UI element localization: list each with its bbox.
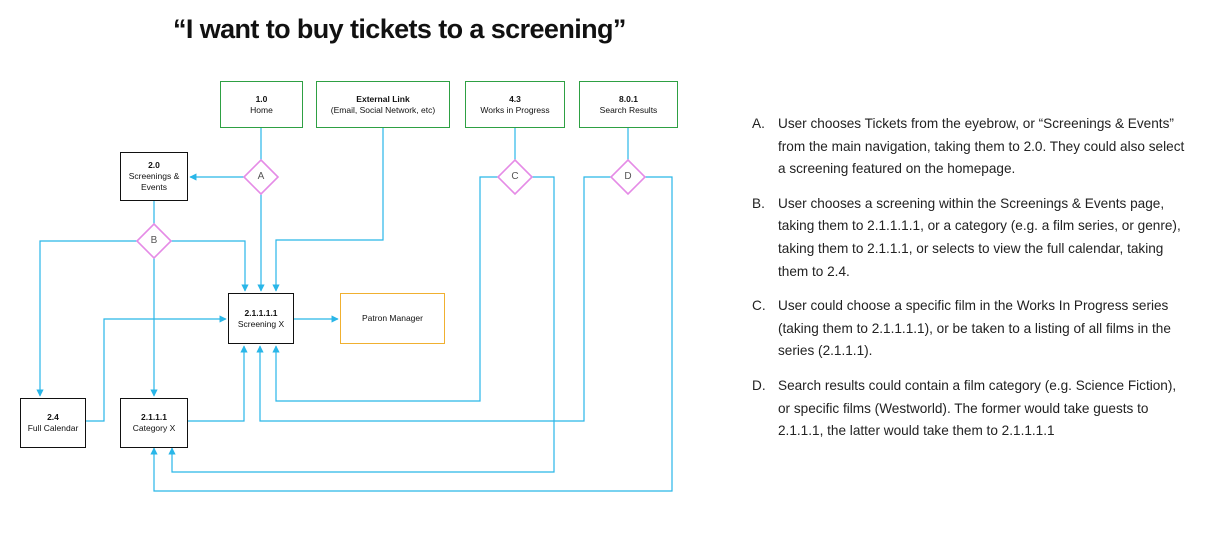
decision-label-b: B — [150, 235, 158, 246]
decision-diamond-d — [609, 158, 647, 196]
node-search-label: Search Results — [599, 104, 658, 115]
node-category-x-label: Category X — [132, 423, 176, 433]
connector-external-to-screening-x — [272, 128, 384, 292]
decision-diamond-a — [242, 158, 280, 196]
node-home: 1.0 Home — [220, 81, 303, 128]
node-patron-manager: Patron Manager — [340, 293, 445, 344]
node-screening-x: 2.1.1.1.1 Screening X — [228, 293, 294, 344]
node-screening-x-label: Screening X — [237, 318, 285, 329]
note-item-b: B. User chooses a screening within the S… — [752, 193, 1192, 283]
node-home-label: Home — [250, 104, 273, 115]
note-text: User chooses Tickets from the eyebrow, o… — [778, 116, 1185, 177]
connector-d-to-screening-x — [256, 176, 611, 422]
decision-label-d: D — [624, 171, 632, 182]
node-wip-id: 4.3 — [509, 93, 521, 104]
node-screenings-id: 2.0 — [148, 160, 160, 170]
node-calendar-id: 2.4 — [47, 412, 59, 422]
node-home-id: 1.0 — [255, 93, 268, 104]
connector-b-to-calendar — [36, 240, 137, 397]
note-letter: B. — [752, 195, 765, 211]
decision-diamond-c — [496, 158, 534, 196]
node-wip-label: Works in Progress — [480, 104, 550, 115]
node-search-results: 8.0.1 Search Results — [579, 81, 678, 128]
connector-d-to-category-x — [150, 176, 673, 492]
node-external-link: External Link (Email, Social Network, et… — [316, 81, 450, 128]
connector-c-to-category-x — [168, 176, 555, 473]
note-text: User chooses a screening within the Scre… — [778, 195, 1181, 279]
node-calendar-label: Full Calendar — [27, 423, 79, 433]
connector-b-to-screening-x — [171, 240, 249, 292]
node-screening-x-id: 2.1.1.1.1 — [244, 307, 278, 318]
node-category-x: 2.1.1.1 Category X — [120, 398, 188, 448]
note-text: Search results could contain a film cate… — [778, 377, 1177, 439]
note-item-c: C. User could choose a specific film in … — [752, 295, 1192, 363]
page-title: “I want to buy tickets to a screening” — [173, 14, 626, 44]
connector-category-to-screening-x — [188, 345, 248, 422]
notes-list: A. User chooses Tickets from the eyebrow… — [752, 113, 1192, 455]
node-screenings-label: Screenings & Events — [128, 171, 180, 192]
connector-c-to-screening-x — [272, 176, 499, 402]
node-patron-label: Patron Manager — [362, 313, 423, 323]
note-item-a: A. User chooses Tickets from the eyebrow… — [752, 113, 1192, 181]
connector-calendar-to-screening-x — [86, 315, 227, 422]
note-letter: A. — [752, 116, 765, 131]
decision-diamond-b — [135, 222, 173, 260]
node-screenings-events: 2.0 Screenings & Events — [120, 152, 188, 201]
node-full-calendar: 2.4 Full Calendar — [20, 398, 86, 448]
node-external-label: (Email, Social Network, etc) — [330, 104, 436, 115]
node-works-in-progress: 4.3 Works in Progress — [465, 81, 565, 128]
note-item-d: D. Search results could contain a film c… — [752, 375, 1192, 443]
note-letter: D. — [752, 377, 766, 393]
note-text: User could choose a specific film in the… — [778, 298, 1171, 359]
note-letter: C. — [752, 298, 766, 314]
decision-label-c: C — [511, 171, 519, 182]
decision-label-a: A — [257, 171, 265, 182]
node-external-id: External Link — [356, 93, 410, 104]
node-search-id: 8.0.1 — [619, 93, 638, 104]
node-category-x-id: 2.1.1.1 — [141, 412, 167, 422]
